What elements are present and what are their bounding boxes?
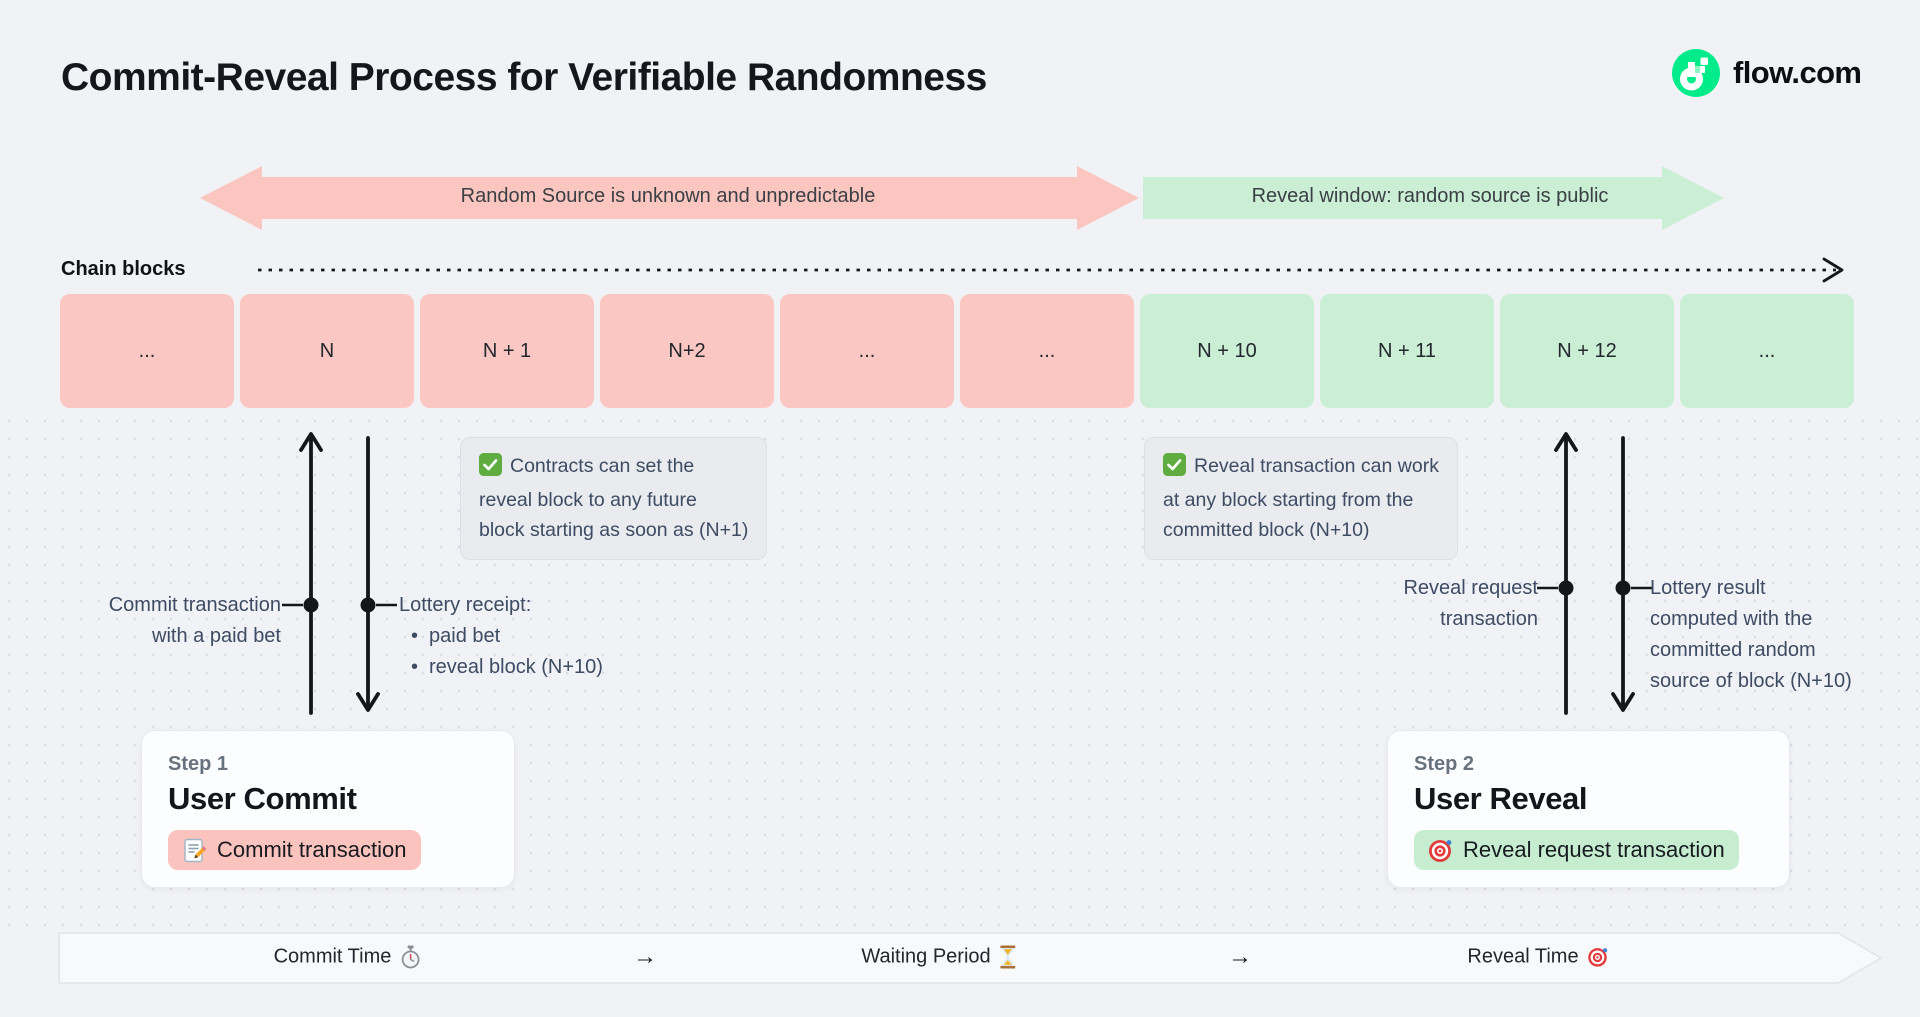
step-card-user-commit: Step 1 User Commit Commit transaction — [141, 730, 515, 888]
reveal-request-label: Reveal request transaction — [1403, 577, 1538, 630]
chain-blocks-row: ... N N + 1 N+2 ... ... N + 10 N + 11 N … — [60, 294, 1854, 408]
step-eyebrow: Step 1 — [168, 753, 229, 775]
commit-note: Contracts can set the reveal block to an… — [460, 437, 768, 560]
reveal-banner-arrow — [1143, 166, 1724, 230]
step-title: User Reveal — [1414, 781, 1588, 816]
step-eyebrow: Step 2 — [1414, 753, 1475, 775]
receipt-down-arrow — [356, 436, 380, 712]
page-title: Commit-Reveal Process for Verifiable Ran… — [61, 56, 987, 99]
brand-name: flow.com — [1733, 55, 1862, 90]
dart-target-icon — [1428, 838, 1453, 863]
chain-block: ... — [60, 294, 234, 408]
chain-block: ... — [780, 294, 954, 408]
receipt-connector-dot — [360, 597, 376, 613]
receipt-bullet: paid bet — [399, 621, 603, 652]
annotation-connectors — [282, 586, 1652, 607]
chain-axis-dotted-arrow — [258, 257, 1844, 283]
commit-banner-arrow — [200, 166, 1139, 230]
dart-target-icon — [1588, 947, 1609, 968]
memo-pencil-icon — [182, 838, 207, 863]
result-down-arrow — [1611, 436, 1635, 712]
reveal-request-badge: Reveal request transaction — [1414, 830, 1739, 870]
commit-connector-dot — [303, 597, 319, 613]
reveal-banner-label: Reveal window: random source is public — [1251, 185, 1609, 207]
timeline-reveal-time: Reveal Time — [1467, 946, 1608, 969]
timeline-arrow: → — [633, 943, 657, 970]
commit-tx-label: Commit transaction with a paid bet — [108, 594, 281, 647]
timeline-waiting-period: Waiting Period — [861, 945, 1017, 969]
commit-up-arrow — [299, 432, 323, 715]
result-connector-dot — [1615, 580, 1631, 596]
lottery-receipt-label: Lottery receipt: paid bet reveal block (… — [399, 590, 603, 683]
commit-banner-label: Random Source is unknown and unpredictab… — [460, 185, 876, 207]
step-card-user-reveal: Step 2 User Reveal Reveal request transa… — [1387, 730, 1790, 888]
reveal-up-arrow — [1554, 432, 1578, 715]
receipt-bullet: reveal block (N+10) — [399, 652, 603, 683]
chain-block: N+2 — [600, 294, 774, 408]
chain-block: N + 10 — [1140, 294, 1314, 408]
chain-block: ... — [1680, 294, 1854, 408]
flow-logo-icon — [1672, 49, 1720, 97]
lottery-result-label: Lottery result computed with the committ… — [1650, 577, 1852, 692]
timeline-arrow: → — [1228, 943, 1252, 970]
chain-block: ... — [960, 294, 1134, 408]
step-title: User Commit — [168, 781, 357, 816]
timeline-commit-time: Commit Time — [274, 945, 421, 969]
reveal-connector-dot — [1558, 580, 1574, 596]
check-icon — [479, 453, 502, 485]
commit-transaction-badge: Commit transaction — [168, 830, 421, 870]
hourglass-icon — [1000, 945, 1017, 969]
reveal-note: Reveal transaction can work at any block… — [1144, 437, 1458, 560]
chain-blocks-label: Chain blocks — [61, 258, 186, 280]
stopwatch-icon — [400, 945, 420, 969]
chain-block: N + 1 — [420, 294, 594, 408]
chain-block: N + 12 — [1500, 294, 1674, 408]
chain-block: N — [240, 294, 414, 408]
check-icon — [1163, 453, 1186, 485]
timeline-bar — [58, 932, 1883, 984]
brand: flow.com — [1672, 49, 1862, 97]
chain-block: N + 11 — [1320, 294, 1494, 408]
